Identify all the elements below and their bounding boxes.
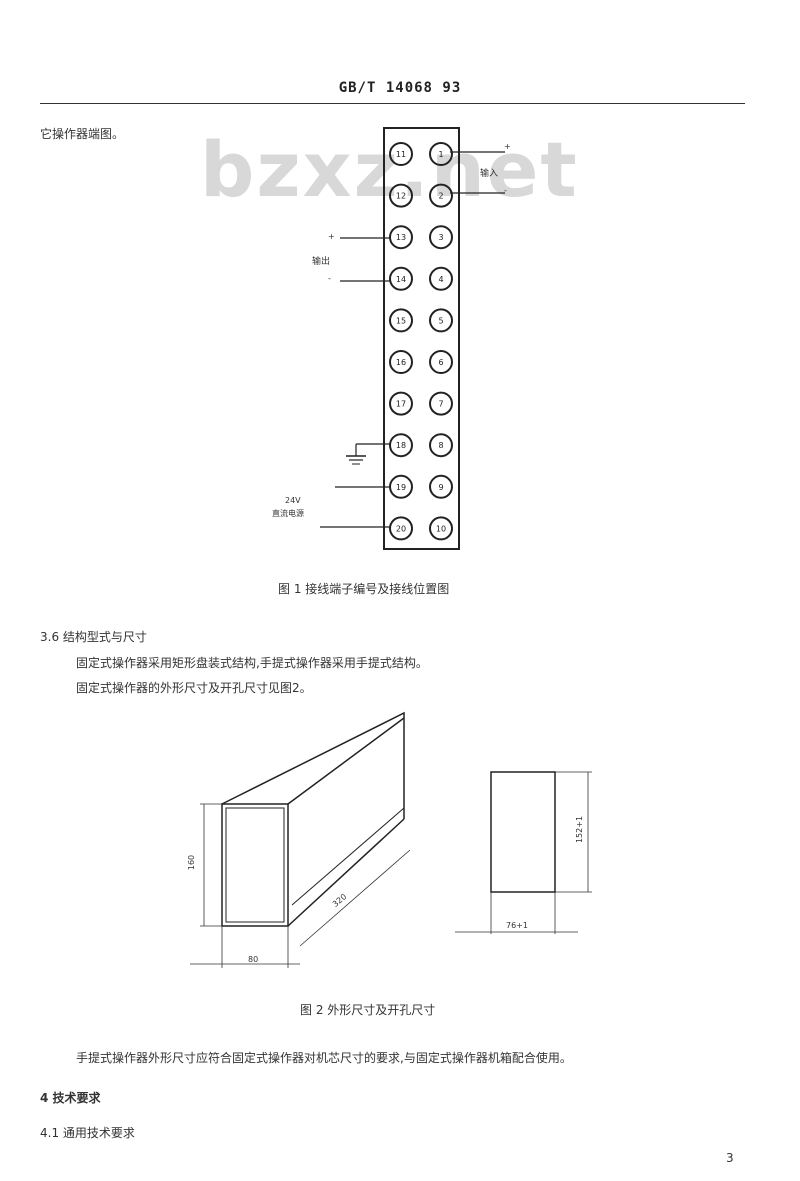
header-rule <box>40 103 745 104</box>
terminal-15 <box>389 308 413 333</box>
input-plus-sign: + <box>504 142 511 151</box>
terminal-label-15: 15 <box>396 316 406 325</box>
section-4-1-heading: 4.1 通用技术要求 <box>40 1126 135 1140</box>
terminal-8 <box>429 433 453 458</box>
terminal-block-outline <box>383 127 460 550</box>
terminal-label-18: 18 <box>396 441 406 450</box>
input-minus-sign: - <box>504 186 507 195</box>
terminal-14 <box>389 266 413 291</box>
terminal-13 <box>389 225 413 250</box>
terminal-10 <box>429 516 453 541</box>
terminal-5 <box>429 308 453 333</box>
section-4-heading: 4 技术要求 <box>40 1091 101 1105</box>
terminal-6 <box>429 350 453 374</box>
figure2-caption: 图 2 外形尺寸及开孔尺寸 <box>300 1003 436 1017</box>
power-source-label: 直流电源 <box>272 509 304 518</box>
section-3-6-line2: 固定式操作器的外形尺寸及开孔尺寸见图2。 <box>76 681 312 695</box>
page-number: 3 <box>726 1151 734 1165</box>
power-voltage-label: 24V <box>285 496 301 505</box>
terminal-7 <box>429 391 453 416</box>
terminal-label-2: 2 <box>438 192 443 201</box>
standard-number-header: GB/T 14068 93 <box>338 80 462 96</box>
box-bottom-edge <box>287 818 405 927</box>
terminal-label-5: 5 <box>438 316 443 325</box>
terminal-17 <box>389 391 413 416</box>
terminal-label-16: 16 <box>396 358 406 367</box>
dim-cut-height-label: 152+1 <box>575 815 585 844</box>
box-front-face <box>221 803 289 927</box>
box-top-edge <box>287 717 405 805</box>
length-dimension-line <box>299 849 411 947</box>
terminal-2 <box>429 183 453 208</box>
terminal-11 <box>389 142 413 166</box>
intro-text: 它操作器端图。 <box>40 127 125 141</box>
terminal-label-12: 12 <box>396 192 406 201</box>
dim-cut-width-label: 76+1 <box>506 921 528 930</box>
watermark: bzxz.net <box>200 125 579 214</box>
terminal-16 <box>389 350 413 374</box>
terminal-label-3: 3 <box>438 233 443 242</box>
terminal-label-11: 11 <box>396 150 406 159</box>
terminal-label-13: 13 <box>396 233 406 242</box>
portable-dimension-paragraph: 手提式操作器外形尺寸应符合固定式操作器对机芯尺寸的要求,与固定式操作器机箱配合使… <box>76 1051 572 1065</box>
section-3-6-heading: 3.6 结构型式与尺寸 <box>40 630 147 644</box>
terminal-label-1: 1 <box>438 150 443 159</box>
dim-height-label: 160 <box>187 854 197 871</box>
terminal-label-17: 17 <box>396 400 406 409</box>
terminal-label-20: 20 <box>396 524 406 533</box>
terminal-18 <box>389 433 413 458</box>
terminal-label-7: 7 <box>438 400 443 409</box>
terminal-label-19: 19 <box>396 483 406 492</box>
terminal-3 <box>429 225 453 250</box>
terminal-9 <box>429 474 453 499</box>
section-3-6-line1: 固定式操作器采用矩形盘装式结构,手提式操作器采用手提式结构。 <box>76 656 428 670</box>
terminal-label-10: 10 <box>436 524 446 533</box>
terminal-label-14: 14 <box>396 275 406 284</box>
terminal-12 <box>389 183 413 208</box>
panel-cutout <box>490 771 556 893</box>
input-label: 输入 <box>480 169 499 179</box>
terminal-label-9: 9 <box>438 483 443 492</box>
output-plus-sign: + <box>328 232 335 241</box>
output-minus-sign: - <box>328 274 331 283</box>
terminal-4 <box>429 266 453 291</box>
figure1-caption: 图 1 接线端子编号及接线位置图 <box>278 582 450 596</box>
terminal-label-6: 6 <box>438 358 443 367</box>
terminal-1 <box>429 142 453 166</box>
terminal-label-4: 4 <box>438 275 443 284</box>
terminal-20 <box>389 516 413 541</box>
terminal-label-8: 8 <box>438 441 443 450</box>
dim-width-label: 80 <box>248 955 259 964</box>
output-label: 输出 <box>312 257 331 267</box>
